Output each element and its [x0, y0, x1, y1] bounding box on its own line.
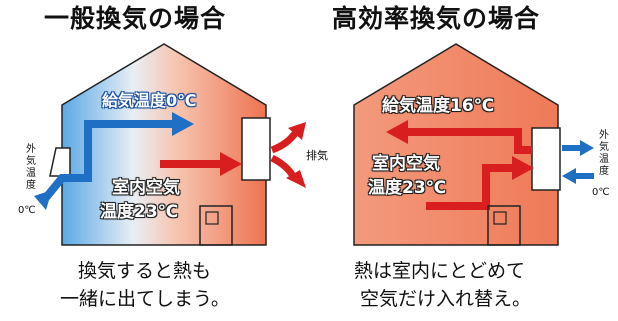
right-outside-label: 外 気 温 度 — [597, 130, 611, 178]
right-caption-line2: 空気だけ入れ替え。 — [360, 288, 532, 310]
right-outside-char: 温 — [599, 154, 609, 165]
right-house — [353, 43, 559, 246]
left-exhaust-unit — [241, 117, 271, 181]
left-intake-arrowhead — [34, 190, 52, 210]
right-outside-char: 度 — [599, 166, 609, 177]
left-outside-temp: 0℃ — [18, 205, 36, 216]
left-exhaust-arrow-up — [270, 129, 299, 154]
left-supply-arrow — [40, 120, 176, 203]
left-outside-char: 温 — [26, 168, 36, 179]
left-exhaust-arrowhead-up — [288, 122, 306, 140]
right-room-arrowhead — [512, 156, 534, 180]
right-supply-arrowhead — [386, 120, 408, 144]
right-supply-label: 給気温度16℃ — [382, 96, 495, 116]
right-title: 高効率換気の場合 — [332, 4, 541, 33]
left-outside-char: 外 — [26, 144, 36, 155]
left-room-label-2: 温度23℃ — [100, 202, 179, 222]
right-room-arrow — [426, 164, 514, 210]
right-outside-char: 気 — [599, 142, 609, 153]
left-outside-char: 気 — [26, 156, 36, 167]
left-exhaust-label: 排気 — [306, 149, 328, 162]
left-door — [199, 205, 233, 246]
left-intake-vent — [49, 147, 71, 177]
right-outside-temp: 0℃ — [592, 187, 610, 198]
left-exhaust-arrowhead-down — [286, 170, 306, 188]
left-caption-line2: 一緒に出てしまう。 — [60, 288, 230, 310]
right-outside-arrowhead-in — [562, 168, 576, 184]
right-door — [487, 205, 521, 246]
left-caption-line1: 換気すると熱も — [78, 260, 212, 282]
left-room-arrowhead — [220, 152, 242, 176]
right-outside-arrowhead-out — [580, 140, 594, 156]
left-exhaust-arrow-down — [270, 154, 298, 180]
left-title: 一般換気の場合 — [44, 4, 227, 33]
right-caption-line1: 熱は室内にとどめて — [354, 260, 526, 282]
left-outside-char: 度 — [26, 180, 36, 191]
left-supply-arrowhead — [172, 112, 194, 136]
right-room-label-1: 室内空気 — [372, 154, 440, 174]
right-exchange-unit — [531, 127, 561, 191]
right-outside-char: 外 — [599, 130, 609, 141]
left-room-label-1: 室内空気 — [112, 178, 180, 198]
left-outside-label: 外 気 温 度 — [24, 144, 38, 192]
right-supply-arrow — [404, 128, 532, 154]
left-supply-label: 給気温度0℃ — [102, 91, 197, 110]
right-room-label-2: 温度23℃ — [368, 178, 447, 198]
